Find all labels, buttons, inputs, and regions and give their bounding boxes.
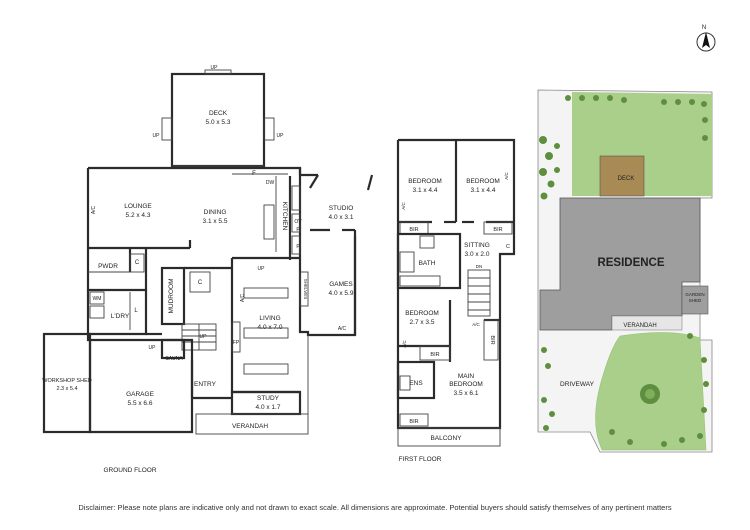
garage-size: 5.5 x 6.6 xyxy=(128,400,153,407)
ac-lounge: A/C xyxy=(91,205,97,214)
entry-label: ENTRY xyxy=(194,381,217,388)
driveway-label: DRIVEWAY xyxy=(560,381,595,388)
workshop-name: WORKSHOP SHED xyxy=(42,378,91,384)
sitting-name: SITTING xyxy=(464,242,490,249)
main-bedroom-size: 3.5 x 6.1 xyxy=(454,390,479,397)
ground-floor-plan xyxy=(42,69,374,435)
first-floor-title: FIRST FLOOR xyxy=(399,456,442,463)
deck-up-top: UP xyxy=(211,65,219,71)
residence-label: RESIDENCE xyxy=(597,257,664,269)
ac-sitting: A/C xyxy=(472,322,480,327)
dining-name: DINING xyxy=(204,209,227,216)
garden-shed xyxy=(681,285,709,315)
cupboard-label-2: C xyxy=(198,280,203,286)
linen-label: L xyxy=(134,308,138,314)
north-label: N xyxy=(702,25,706,31)
balcony-label: BALCONY xyxy=(430,435,462,442)
bir-3: BIR xyxy=(430,352,439,358)
ac-bed1: A/C xyxy=(401,202,406,210)
first-floor-plan xyxy=(396,138,516,447)
studio-name: STUDIO xyxy=(329,205,354,212)
verandah-label: VERANDAH xyxy=(232,423,268,430)
ac-bed3: A/C xyxy=(402,340,407,348)
garden-shed-label: GARDEN xyxy=(685,292,704,297)
site-deck xyxy=(599,155,645,197)
deck-size: 5.0 x 5.3 xyxy=(206,119,231,126)
ldry-label: L'DRY xyxy=(111,313,130,320)
site-plan xyxy=(537,32,716,453)
mudroom-label: MUDROOM xyxy=(168,278,175,313)
shelves-label: SHELVES xyxy=(303,279,308,299)
bir-2: BIR xyxy=(493,227,502,233)
bedroom2-name: BEDROOM xyxy=(466,178,500,185)
back-lawn xyxy=(572,92,712,196)
ac-living: A/C xyxy=(240,293,246,302)
ac-bed2: A/C xyxy=(504,172,509,180)
pantry-label-1: P xyxy=(296,227,300,233)
disclaimer-text: Disclaimer: Please note plans are indica… xyxy=(78,503,672,512)
deck-up-right: UP xyxy=(277,133,285,139)
kitchen-name: KITCHEN xyxy=(281,202,288,231)
ac-games: A/C xyxy=(338,326,347,332)
site-deck-label: DECK xyxy=(618,176,635,182)
ens-label: ENS xyxy=(409,380,423,387)
first-c-label: C xyxy=(506,244,510,250)
dishwasher-label: DW xyxy=(266,180,275,186)
stair-up-label-2: UP xyxy=(200,334,208,340)
bedroom3-size: 2.7 x 3.5 xyxy=(410,319,435,326)
deck-name: DECK xyxy=(209,110,228,117)
lounge-size: 5.2 x 4.3 xyxy=(126,212,151,219)
dining-size: 3.1 x 5.5 xyxy=(203,218,228,225)
pantry-label-2: P xyxy=(296,244,300,250)
fireplace-label: FP xyxy=(233,340,240,346)
sitting-size: 3.0 x 2.0 xyxy=(465,251,490,258)
pwdr-label: PWDR xyxy=(98,263,118,270)
games-size: 4.0 x 5.9 xyxy=(329,290,354,297)
main-bedroom-name: BEDROOM xyxy=(449,381,483,388)
bir-5: BIR xyxy=(489,335,495,344)
bath-label: BATH xyxy=(419,260,436,267)
living-size: 4.0 x 7.0 xyxy=(258,324,283,331)
bedroom1-size: 3.1 x 4.4 xyxy=(413,187,438,194)
studio-size: 4.0 x 3.1 xyxy=(329,214,354,221)
ground-floor-title: GROUND FLOOR xyxy=(103,467,156,474)
main-bedroom-name-1: MAIN xyxy=(458,373,475,380)
study-size: 4.0 x 1.7 xyxy=(256,404,281,411)
living-name: LIVING xyxy=(259,315,280,322)
stair-up-label: UP xyxy=(258,266,266,272)
games-name: GAMES xyxy=(329,281,353,288)
wm-label: WM xyxy=(93,296,102,302)
workshop-size: 2.3 x 5.4 xyxy=(56,386,77,392)
bedroom2-size: 3.1 x 4.4 xyxy=(471,187,496,194)
garden-shed-label-2: SHED xyxy=(689,298,702,303)
lounge-name: LOUNGE xyxy=(124,203,152,210)
deck-up-left: UP xyxy=(153,133,161,139)
bir-4: BIR xyxy=(409,419,418,425)
sauna-up-label: UP xyxy=(149,345,157,351)
bedroom1-name: BEDROOM xyxy=(408,178,442,185)
study-name: STUDY xyxy=(257,395,280,402)
site-verandah-label: VERANDAH xyxy=(623,323,656,329)
bedroom3-name: BEDROOM xyxy=(405,310,439,317)
fridge-label: F xyxy=(252,171,256,177)
oven-label: OV xyxy=(294,219,302,225)
bir-1: BIR xyxy=(409,227,418,233)
cupboard-label-1: C xyxy=(135,260,140,266)
stair-dn-label: DN xyxy=(476,264,483,269)
sauna-label: SAUNA xyxy=(165,356,183,362)
garage-name: GARAGE xyxy=(126,391,154,398)
